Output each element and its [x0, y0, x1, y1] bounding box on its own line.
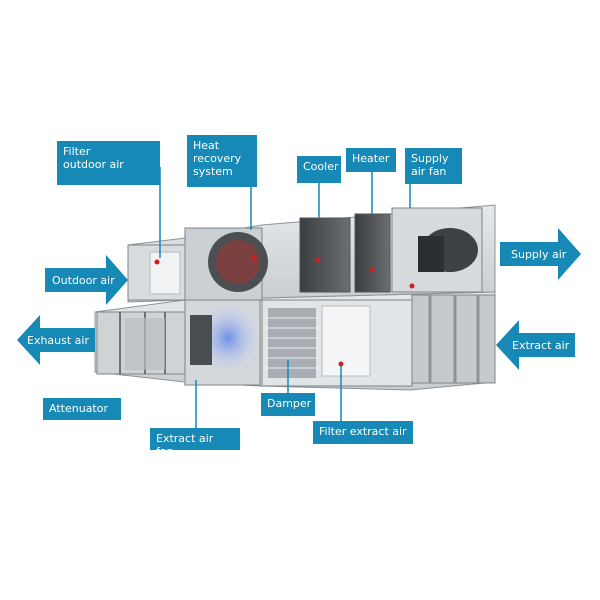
damper-blades — [268, 308, 316, 378]
leader-lines — [159, 167, 411, 430]
filter-outdoor-air-label: Filter outdoor air — [57, 141, 160, 185]
cooler-label: Cooler — [297, 156, 341, 183]
filter-extract-air-label: Filter extract air — [313, 421, 413, 444]
extract-air-label: Extract air — [512, 339, 570, 352]
extract-air-arrow — [496, 320, 575, 370]
exhaust-air-arrow — [17, 315, 95, 365]
heat-recovery-system-label: Heat recovery system — [187, 135, 257, 187]
unit-upper-tier — [127, 204, 496, 303]
heater-label: Heater — [346, 148, 396, 172]
supply-air-fan-label: Supply air fan — [405, 148, 462, 184]
unit-lower-tier — [94, 291, 496, 391]
exhaust-air-label: Exhaust air — [27, 334, 90, 347]
supply-air-arrow — [500, 228, 581, 280]
extract-air-fan-label: Extract air fan — [150, 428, 240, 458]
attenuator-label: Attenuator — [43, 398, 121, 420]
outdoor-air-label: Outdoor air — [52, 274, 115, 287]
supply-air-label: Supply air — [511, 248, 567, 261]
damper-label: Damper — [261, 393, 315, 416]
outdoor-air-arrow — [45, 255, 128, 305]
